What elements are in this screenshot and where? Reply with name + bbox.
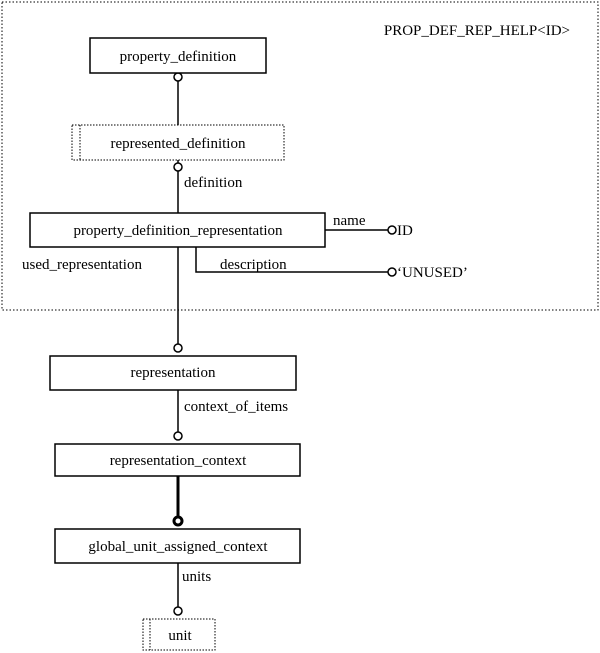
entity-representation: representation xyxy=(49,355,297,391)
entity-label: representation xyxy=(131,365,216,381)
entity-property-definition-representation: property_definition_representation xyxy=(29,212,326,248)
rel-end-circle xyxy=(173,606,183,616)
rel-end-circle xyxy=(173,343,183,353)
entity-label: property_definition xyxy=(120,49,237,65)
type-label: unit xyxy=(168,628,192,644)
rel-end-circle xyxy=(173,72,183,82)
rel-line-description xyxy=(195,247,388,273)
type-label: represented_definition xyxy=(111,136,246,152)
attr-description-label: description xyxy=(220,257,287,273)
rel-end-circle xyxy=(173,162,183,172)
diagram-title: PROP_DEF_REP_HELP<ID> xyxy=(384,23,570,39)
attr-definition-label: definition xyxy=(184,175,243,191)
rel-end-circle xyxy=(173,431,183,441)
entity-global-unit-assigned-context: global_unit_assigned_context xyxy=(54,528,301,564)
rel-end-circle xyxy=(172,515,184,527)
attr-name-label: name xyxy=(333,213,366,229)
attr-used-representation-label: used_representation xyxy=(22,257,142,273)
attr-context-of-items-label: context_of_items xyxy=(184,399,288,415)
entity-label: property_definition_representation xyxy=(73,223,283,239)
page-boundary xyxy=(1,1,599,311)
rel-end-circle xyxy=(387,225,397,235)
entity-representation-context: representation_context xyxy=(54,443,301,477)
entity-property-definition: property_definition xyxy=(89,37,267,74)
value-unused-label: ‘UNUSED’ xyxy=(397,265,468,281)
attr-units-label: units xyxy=(182,569,211,585)
value-id-label: ID xyxy=(397,223,413,239)
entity-label: global_unit_assigned_context xyxy=(88,539,268,555)
type-represented-definition: represented_definition xyxy=(71,124,285,161)
rel-end-circle xyxy=(387,267,397,277)
type-unit: unit xyxy=(142,618,216,651)
entity-label: representation_context xyxy=(110,453,247,469)
